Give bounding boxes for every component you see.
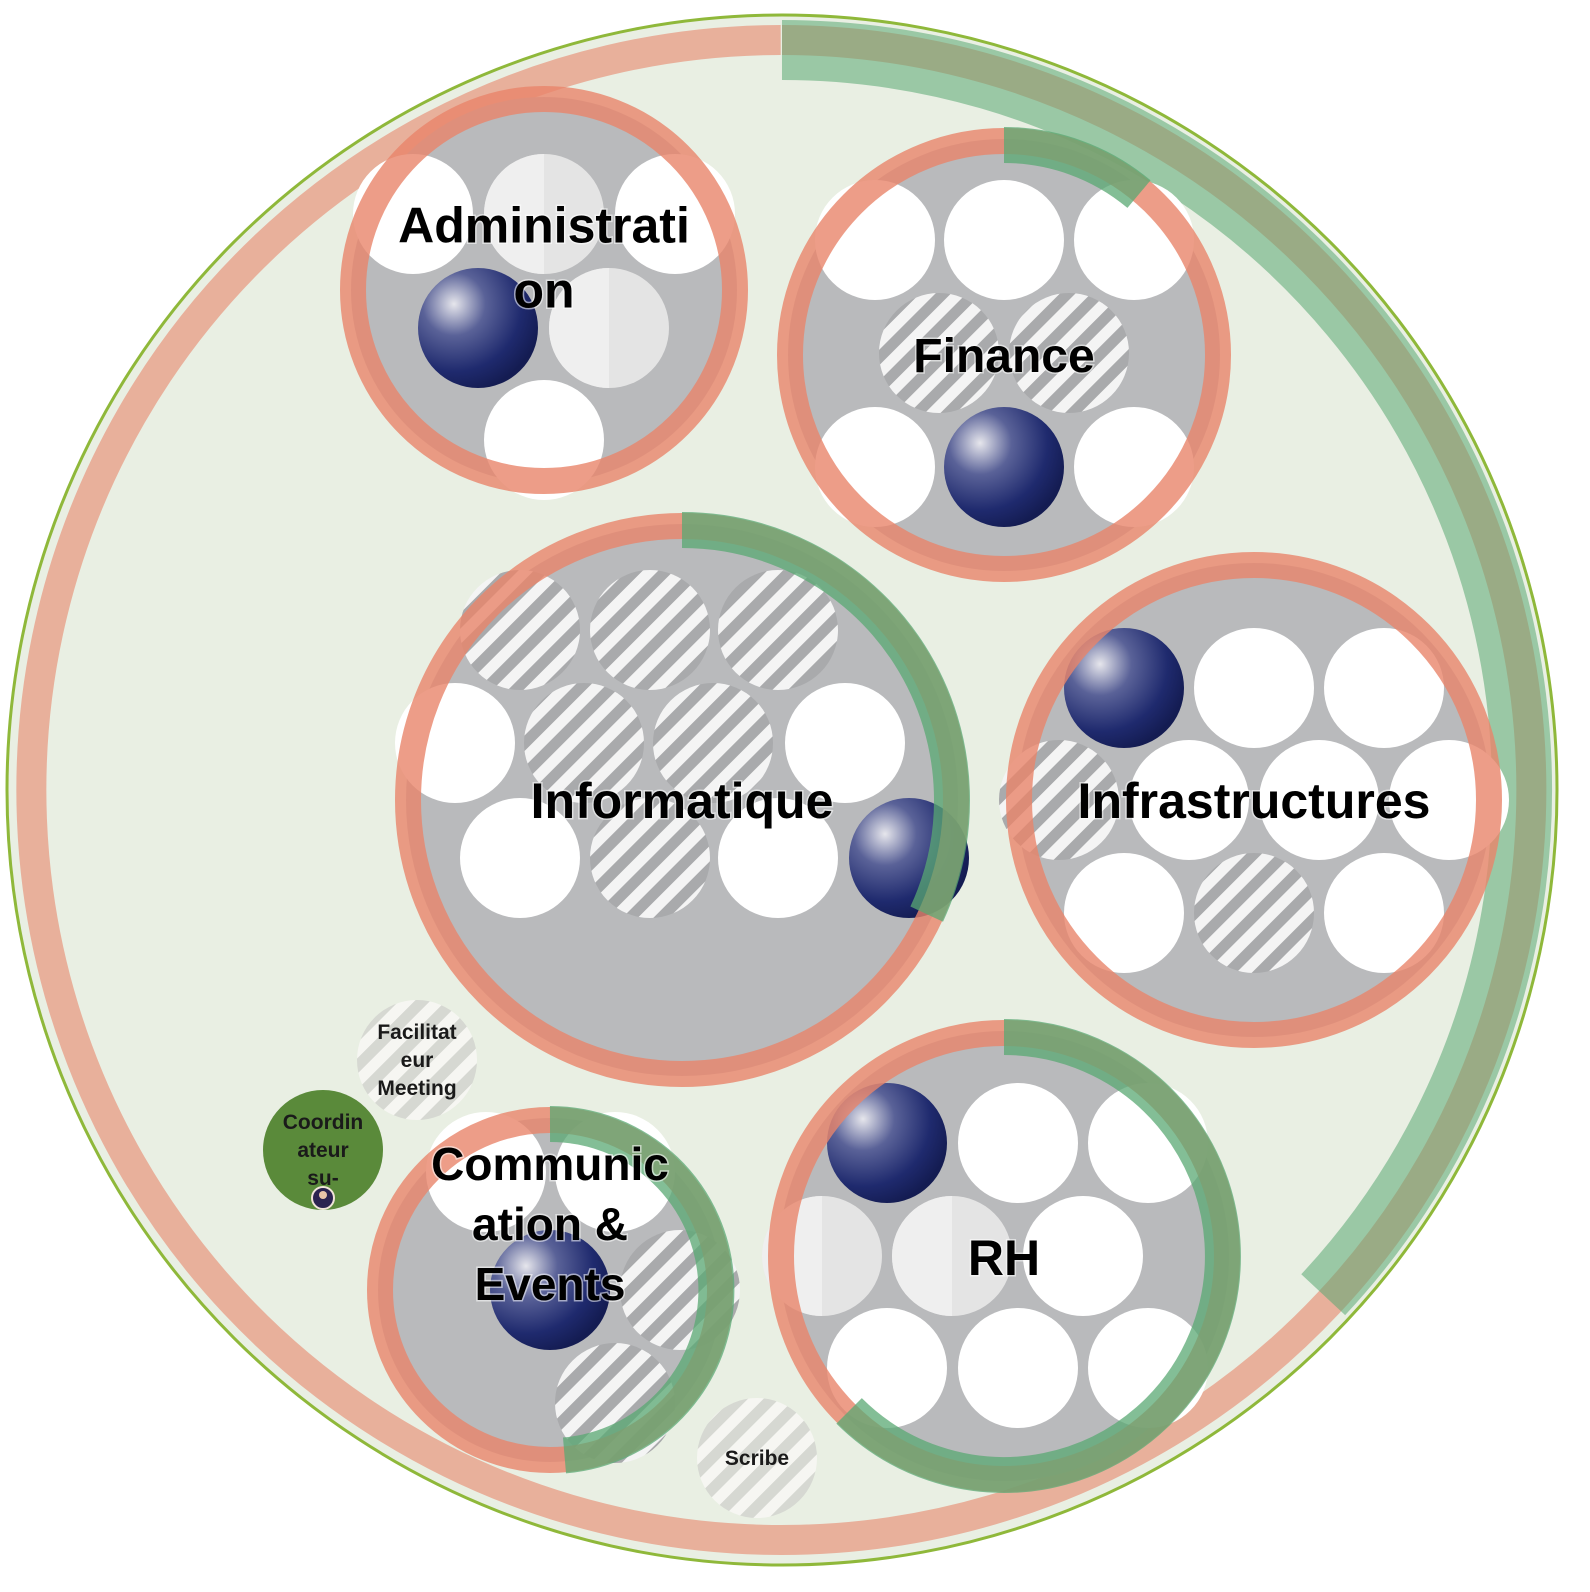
- role-slot[interactable]: [958, 1308, 1078, 1428]
- role-slot-partial-half: [549, 268, 609, 388]
- role-slot-striped[interactable]: [590, 798, 710, 918]
- role-slot[interactable]: [958, 1083, 1078, 1203]
- role-filled-sphere-icon[interactable]: [944, 407, 1064, 527]
- circle-communication-label: Communic: [431, 1138, 669, 1190]
- role-slot-partial-half: [892, 1196, 952, 1316]
- role-coordinateur-label: ateur: [297, 1139, 348, 1162]
- role-coordinateur-body: [263, 1090, 383, 1210]
- circle-administration-orange-ring: [340, 86, 748, 494]
- role-slot-striped[interactable]: [524, 683, 644, 803]
- circle-administration-label: on: [513, 263, 574, 319]
- role-slot-striped[interactable]: [1009, 293, 1129, 413]
- role-filled-sphere-icon[interactable]: [827, 1083, 947, 1203]
- role-slot-striped[interactable]: [1194, 853, 1314, 973]
- role-slot[interactable]: [718, 798, 838, 918]
- circle-administration-label: Administrati: [398, 198, 690, 254]
- role-slot[interactable]: [1194, 628, 1314, 748]
- role-slot-striped[interactable]: [718, 570, 838, 690]
- circle-informatique[interactable]: Informatique: [395, 512, 970, 1087]
- role-slot[interactable]: [1324, 853, 1444, 973]
- anchor-green-ring: [781, 20, 1552, 1316]
- role-slot[interactable]: [827, 1308, 947, 1428]
- role-slot[interactable]: [1259, 740, 1379, 860]
- role-slot[interactable]: [1064, 853, 1184, 973]
- circle-rh-green-ring: [836, 1019, 1241, 1493]
- circle-communication-label: Events: [475, 1258, 626, 1310]
- role-coordinateur[interactable]: Coordin ateur su-: [263, 1090, 383, 1210]
- role-scribe[interactable]: Scribe: [697, 1398, 817, 1518]
- circle-infrastructures-orange-ring: [1006, 552, 1502, 1048]
- circle-infrastructures-label: Infrastructures: [1078, 773, 1431, 829]
- role-facilitateur-label: eur: [401, 1049, 434, 1072]
- role-scribe-body: [697, 1398, 817, 1518]
- role-coordinateur-label: su-: [307, 1167, 339, 1190]
- role-filled-sphere-icon[interactable]: [418, 268, 538, 388]
- circle-finance-roles: [815, 180, 1194, 527]
- role-slot[interactable]: [1129, 740, 1249, 860]
- circle-infrastructures[interactable]: Infrastructures: [999, 552, 1509, 1048]
- role-filled-sphere-icon[interactable]: [1064, 628, 1184, 748]
- role-slot-striped[interactable]: [590, 570, 710, 690]
- role-slot[interactable]: [1023, 1196, 1143, 1316]
- role-facilitateur-label: Facilitat: [377, 1021, 456, 1044]
- role-slot-striped[interactable]: [653, 683, 773, 803]
- circle-finance[interactable]: Finance: [777, 127, 1231, 582]
- role-coordinateur-label: Coordin: [283, 1111, 363, 1134]
- role-filled-sphere-icon[interactable]: [490, 1230, 610, 1350]
- circle-administration[interactable]: Administrati on: [340, 86, 748, 500]
- role-scribe-label: Scribe: [725, 1447, 789, 1470]
- circle-finance-label: Finance: [913, 330, 1094, 383]
- circle-communication-label: ation &: [472, 1198, 628, 1250]
- circle-communication[interactable]: Communic ation & Events: [367, 1105, 740, 1474]
- role-slot-partial-half: [484, 154, 544, 274]
- circle-finance-green-ring: [1003, 127, 1151, 209]
- circle-rh[interactable]: RH: [762, 1019, 1241, 1493]
- role-slot[interactable]: [944, 180, 1064, 300]
- role-slot[interactable]: [1324, 628, 1444, 748]
- role-slot[interactable]: [785, 683, 905, 803]
- circle-informatique-label: Informatique: [531, 773, 834, 829]
- circle-rh-label: RH: [968, 1230, 1040, 1286]
- circle-informatique-green-ring: [681, 512, 970, 922]
- avatar-face: [319, 1191, 327, 1199]
- circle-informatique-roles: [395, 570, 969, 918]
- role-facilitateur-label: Meeting: [377, 1077, 456, 1100]
- role-slot-striped[interactable]: [879, 293, 999, 413]
- role-facilitateur-body: [357, 1000, 477, 1120]
- role-slot[interactable]: [460, 798, 580, 918]
- circle-communication-green-ring: [549, 1105, 735, 1474]
